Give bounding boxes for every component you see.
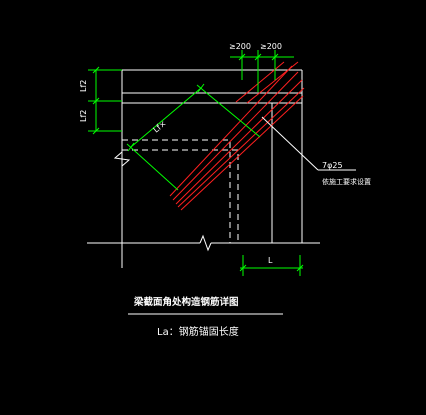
rebar-line xyxy=(172,71,299,201)
lf-diagonal-label: Lf× xyxy=(152,119,168,135)
lf2-tick xyxy=(92,66,100,74)
lf2-upper-label: Lf2 xyxy=(79,80,88,92)
rebar-line xyxy=(246,61,299,104)
leader-line xyxy=(261,116,319,171)
lf-ext-upper xyxy=(196,84,261,138)
rebar-fan xyxy=(169,61,305,211)
dimension-lines xyxy=(88,50,304,276)
l-tick xyxy=(239,264,247,272)
rebar-line xyxy=(177,87,305,208)
width-l-label: L xyxy=(268,256,273,265)
wall-break-symbol xyxy=(113,151,131,167)
spacing-tick xyxy=(238,53,246,61)
rebar-line xyxy=(180,95,304,211)
floor-break-symbol xyxy=(199,234,212,252)
spacing-left-label: ≥200 xyxy=(229,42,251,51)
bar-spec-label: 7φ25 xyxy=(322,161,343,170)
dashed-inner-corner xyxy=(122,149,239,243)
lf-ext-lower xyxy=(126,143,179,191)
lf2-tick xyxy=(92,127,100,135)
spacing-tick xyxy=(254,53,262,61)
spacing-tick xyxy=(271,53,279,61)
rebar-line xyxy=(175,79,303,205)
bar-leader xyxy=(261,116,356,171)
spacing-right-label: ≥200 xyxy=(260,42,282,51)
rebar-line xyxy=(169,65,293,197)
lf2-tick xyxy=(92,97,100,105)
legend-text: La：钢筋锚固长度 xyxy=(157,325,239,338)
lf-diagonal-dim xyxy=(130,87,202,148)
l-tick xyxy=(296,264,304,272)
lf-tick xyxy=(127,142,135,152)
rebar-line xyxy=(235,61,285,103)
dashed-outer-corner xyxy=(122,139,231,243)
lf-tick xyxy=(197,83,205,93)
drawing-title: 梁截面角处构造钢筋详图 xyxy=(133,296,239,308)
lf2-lower-label: Lf2 xyxy=(79,110,88,122)
bar-note-label: 依施工要求设置 xyxy=(322,177,371,186)
